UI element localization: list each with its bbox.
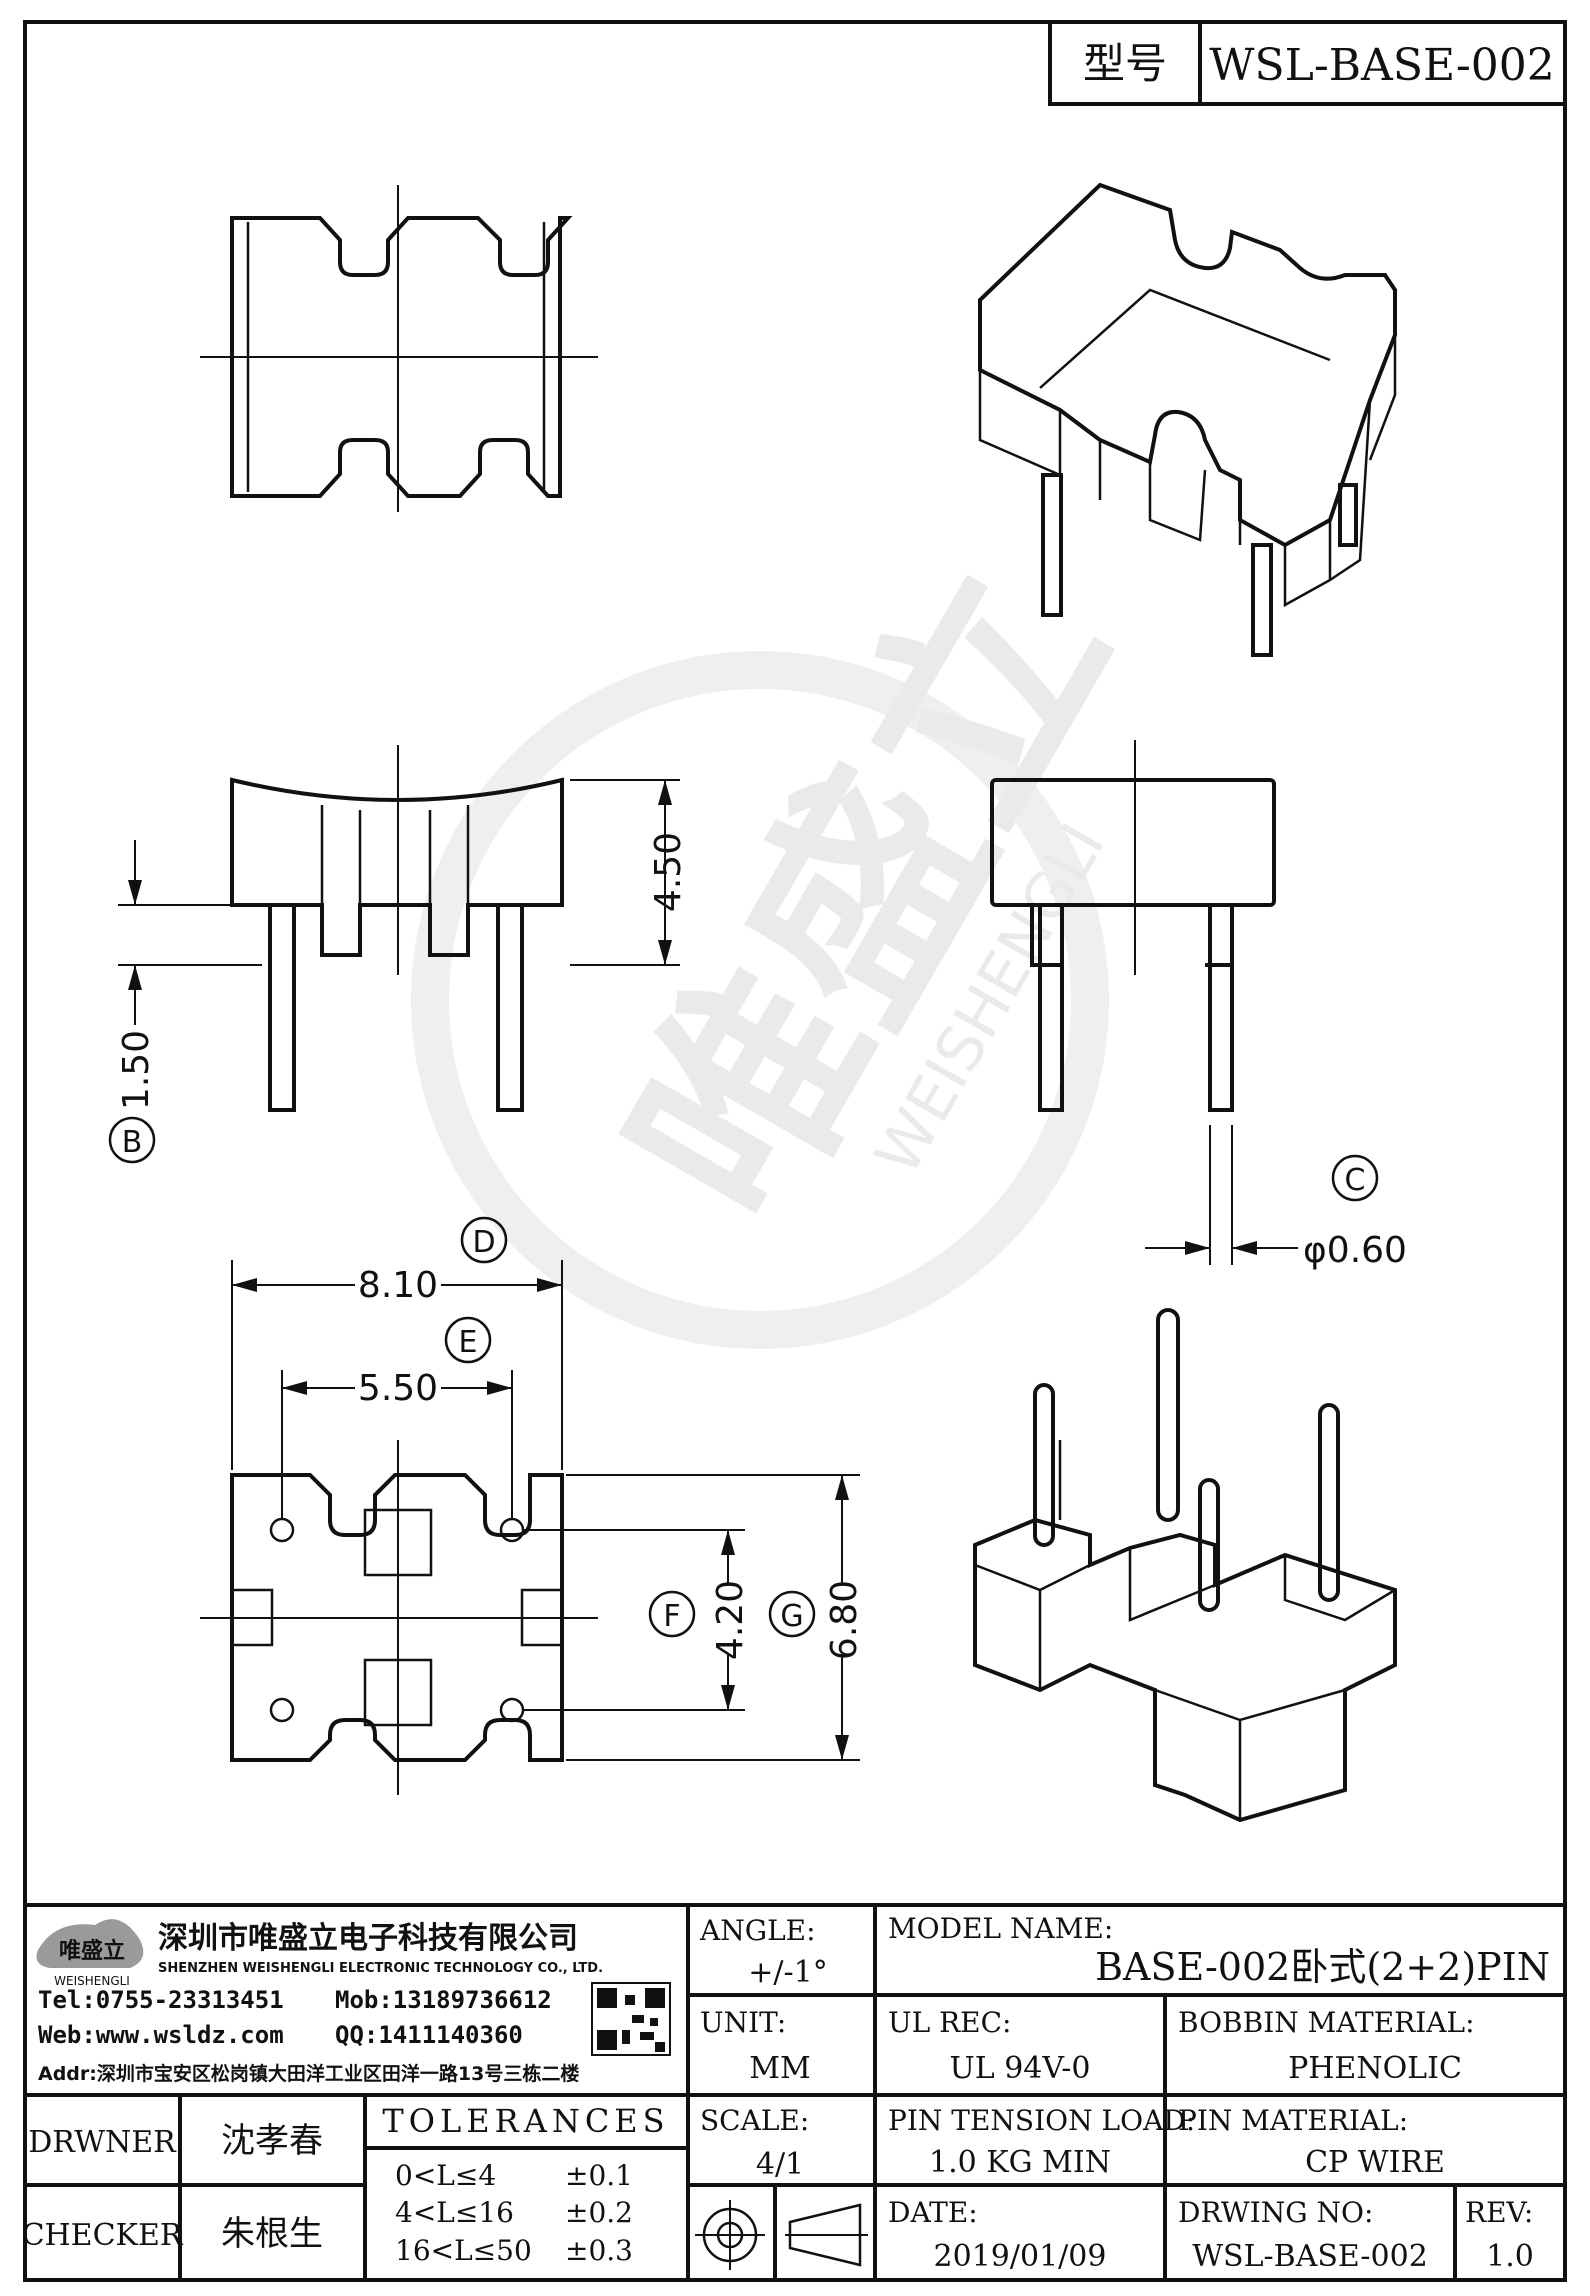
company-address: Addr:深圳市宝安区松岗镇大田洋工业区田洋一路13号三栋二楼: [38, 2062, 579, 2085]
callout-f: F: [663, 1599, 680, 1634]
qr-code: [591, 1982, 671, 2056]
dim-pin-pitch-x: 5.50: [358, 1368, 438, 1409]
company-name-cn: 深圳市唯盛立电子科技有限公司: [158, 1921, 578, 1956]
logo-cn: 唯盛立: [59, 1938, 125, 1964]
logo-en: WEISHENGLI: [54, 1974, 130, 1988]
top-view: [200, 185, 598, 512]
unit-value: MM: [749, 2051, 810, 2086]
sheet-border: [23, 20, 1567, 2282]
angle-label: ANGLE:: [699, 1914, 816, 1947]
callout-e: E: [459, 1325, 478, 1360]
drawing-no-label: DRWING NO:: [1178, 2196, 1373, 2229]
iso-view-bottom: [973, 1308, 1397, 1823]
unit-label: UNIT:: [700, 2006, 786, 2039]
callout-b: B: [122, 1125, 143, 1160]
watermark: 唯盛立 WEISHENGLI: [411, 530, 1157, 1349]
pin-tension-label: PIN TENSION LOAD:: [888, 2104, 1195, 2137]
ul-label: UL REC:: [888, 2006, 1011, 2039]
checker-label: CHECKER: [22, 2218, 184, 2253]
type-value: WSL-BASE-002: [1209, 40, 1555, 91]
angle-value: +/-1°: [748, 1955, 827, 1990]
tolerance-range-1: 4<L≤16: [395, 2196, 514, 2229]
bobbin-label: BOBBIN MATERIAL:: [1178, 2006, 1475, 2039]
iso-view-top: [978, 182, 1397, 657]
company-logo: 唯盛立 WEISHENGLI: [36, 1919, 144, 1988]
date-value: 2019/01/09: [934, 2239, 1107, 2274]
tolerance-range-0: 0<L≤4: [395, 2159, 496, 2192]
dim-pin-length: 1.50: [116, 1030, 157, 1110]
bobbin-value: PHENOLIC: [1288, 2051, 1462, 2086]
ul-value: UL 94V-0: [949, 2051, 1090, 2086]
projection-symbol-icon: [695, 2200, 868, 2270]
tolerance-value-0: ±0.1: [565, 2159, 633, 2192]
tolerance-range-2: 16<L≤50: [395, 2234, 532, 2267]
tolerance-value-2: ±0.3: [565, 2234, 633, 2267]
side-view: φ0.60 C: [990, 740, 1407, 1271]
rev-label: REV:: [1465, 2196, 1533, 2229]
checker-value: 朱根生: [221, 2214, 323, 2254]
model-label: MODEL NAME:: [888, 1912, 1113, 1945]
company-mob: Mob:13189736612: [335, 1986, 552, 2014]
rev-value: 1.0: [1486, 2239, 1534, 2274]
type-box: 型号 WSL-BASE-002: [1048, 20, 1567, 106]
date-label: DATE:: [888, 2196, 978, 2229]
company-qq: QQ:1411140360: [335, 2021, 523, 2049]
drawer-label: DRWNER: [28, 2125, 177, 2160]
company-name-en: SHENZHEN WEISHENGLI ELECTRONIC TECHNOLOG…: [158, 1961, 603, 1976]
callout-g: G: [780, 1599, 803, 1634]
dim-height: 4.50: [648, 832, 689, 912]
company-web: Web:www.wsldz.com: [38, 2021, 284, 2049]
bottom-view: 8.10 D 5.50 E 4.20 F 6.80 G: [200, 1216, 865, 1795]
drawer-value: 沈孝春: [221, 2121, 323, 2161]
tolerances-title: TOLERANCES: [382, 2102, 669, 2140]
drawing-no-value: WSL-BASE-002: [1192, 2239, 1428, 2274]
type-label: 型号: [1083, 39, 1167, 88]
model-value: BASE-002卧式(2+2)PIN: [1095, 1945, 1550, 1989]
scale-label: SCALE:: [700, 2104, 809, 2137]
title-block: 唯盛立 WEISHENGLI 深圳市唯盛立电子科技有限公司 SHENZHEN W…: [22, 1903, 1565, 2280]
dim-pin-diameter: φ0.60: [1303, 1230, 1407, 1271]
pin-material-label: PIN MATERIAL:: [1178, 2104, 1408, 2137]
pin-material-value: CP WIRE: [1305, 2145, 1445, 2180]
dim-depth: 6.80: [824, 1580, 865, 1660]
scale-value: 4/1: [756, 2147, 804, 2182]
front-view: 4.50 1.50 B: [108, 745, 689, 1164]
company-tel: Tel:0755-23313451: [38, 1986, 284, 2014]
pin-tension-value: 1.0 KG MIN: [929, 2145, 1111, 2180]
dim-pin-pitch-y: 4.20: [710, 1580, 751, 1660]
callout-c: C: [1345, 1163, 1366, 1198]
callout-d: D: [472, 1225, 495, 1260]
dim-width: 8.10: [358, 1265, 438, 1306]
tolerance-value-1: ±0.2: [565, 2196, 633, 2229]
